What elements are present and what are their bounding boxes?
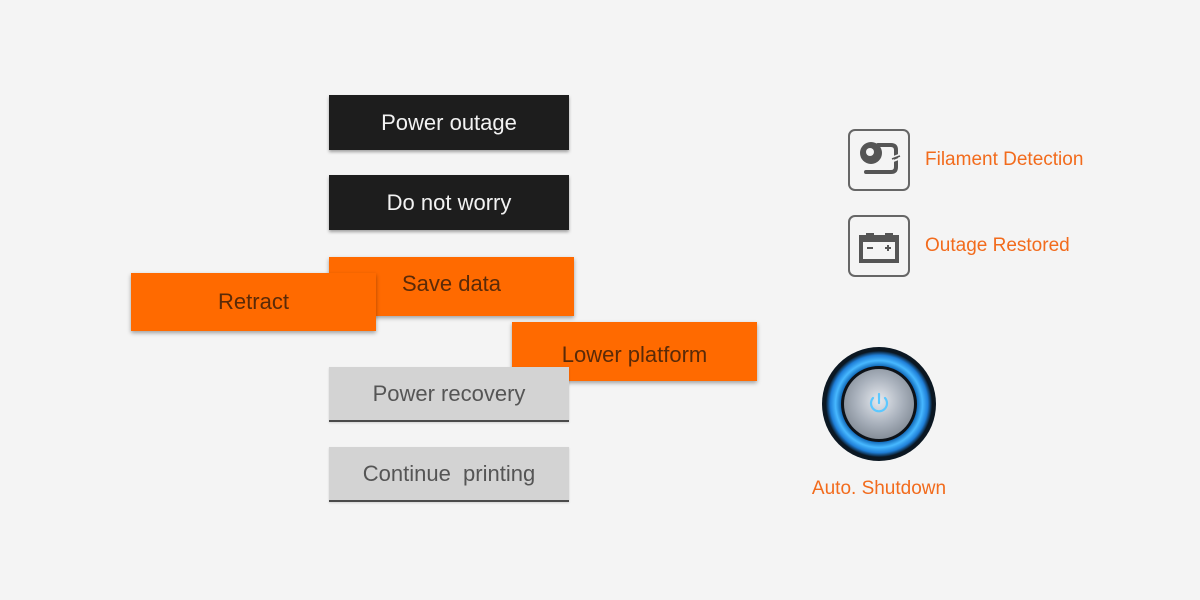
power-outage-button[interactable]: Power outage: [329, 95, 569, 150]
do-not-worry-label: Do not worry: [386, 189, 512, 215]
save-data-label: Save data: [401, 270, 502, 296]
filament-detection-label: Filament Detection: [925, 149, 1084, 170]
auto-shutdown-feature: Auto. Shutdown: [805, 346, 953, 500]
outage-restored-label: Outage Restored: [925, 235, 1070, 256]
power-recovery-button[interactable]: Power recovery: [329, 367, 569, 422]
do-not-worry-button[interactable]: Do not worry: [329, 175, 569, 230]
outage-restored-feature: Outage Restored: [848, 215, 1070, 277]
continue-printing-label: Continue printing: [362, 460, 536, 486]
retract-button[interactable]: Retract: [131, 273, 376, 331]
filament-spool-icon: [848, 129, 910, 191]
power-recovery-label: Power recovery: [372, 380, 526, 406]
continue-printing-button[interactable]: Continue printing: [329, 447, 569, 502]
battery-icon: [848, 215, 910, 277]
power-knob-icon[interactable]: [821, 346, 937, 462]
filament-detection-feature: Filament Detection: [848, 129, 1083, 191]
power-outage-label: Power outage: [381, 109, 517, 135]
retract-label: Retract: [218, 289, 289, 314]
lower-platform-label: Lower platform: [561, 341, 708, 367]
auto-shutdown-label: Auto. Shutdown: [811, 478, 947, 499]
